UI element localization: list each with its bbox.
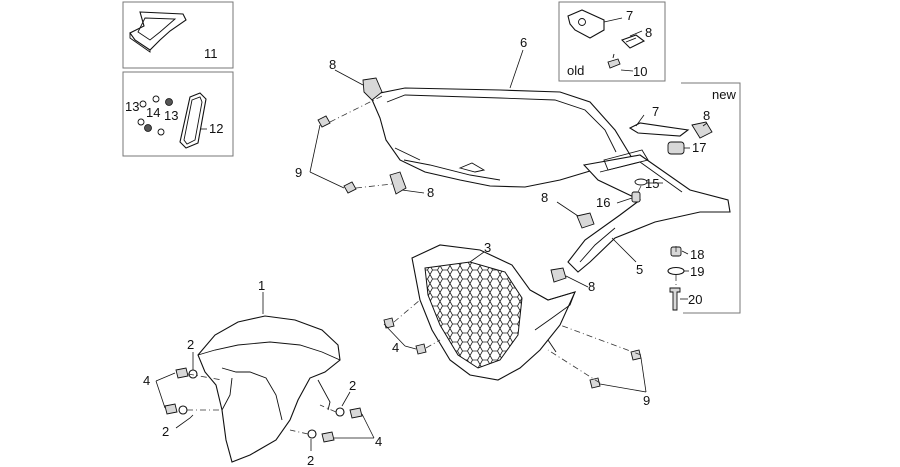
tail-bracket-part-5 (567, 149, 731, 273)
assembly-lines (187, 95, 677, 435)
callout-11: 11 (204, 46, 218, 61)
washer-2-fender-d (307, 429, 317, 439)
callout-4b: 4 (375, 434, 382, 449)
callout-10: 10 (633, 64, 647, 79)
callout-8e: 8 (541, 190, 548, 205)
screw-4-fender-c (349, 407, 363, 419)
washer-2-fender-c (335, 407, 345, 417)
callout-4a: 4 (143, 373, 150, 388)
grommet-part-17 (667, 141, 685, 155)
screw-4-fender-d (321, 431, 335, 443)
inset-box-12-14: 13 14 13 12 (122, 71, 234, 157)
inset-box-old: 7 8 old 10 (558, 1, 666, 82)
new-label: new (712, 87, 736, 102)
callout-8c: 8 (427, 185, 434, 200)
callout-2d: 2 (307, 453, 314, 467)
bracket-part-7-new (628, 122, 690, 137)
callout-5: 5 (636, 262, 643, 277)
callout-9a: 9 (295, 165, 302, 180)
screw-9-lower (343, 181, 357, 194)
clip-8-center (576, 212, 595, 229)
screw-4-grille-b (415, 343, 427, 355)
callout-6: 6 (520, 35, 527, 50)
clip-part-8-old (620, 34, 646, 49)
bracket-part-7-old (567, 9, 605, 39)
washer-part-15 (634, 178, 648, 186)
callout-12: 12 (209, 121, 223, 136)
callout-15: 15 (645, 176, 659, 191)
callout-13b: 13 (164, 108, 178, 123)
callout-2a: 2 (187, 337, 194, 352)
callout-8f: 8 (588, 279, 595, 294)
callout-7b: 7 (652, 104, 659, 119)
callout-2c: 2 (349, 378, 356, 393)
callout-9b: 9 (643, 393, 650, 408)
hardware-13-14 (137, 95, 173, 136)
inset-box-11: 11 (122, 1, 234, 69)
callout-2b: 2 (162, 424, 169, 439)
hardware-parts (164, 77, 713, 443)
screw-4-fender-b (164, 403, 178, 415)
washer-2-fender-b (178, 405, 188, 415)
callout-7a: 7 (626, 8, 633, 23)
callout-8a: 8 (645, 25, 652, 40)
bolt-part-20 (669, 287, 681, 311)
callout-labels: 1 2 4 2 2 4 2 3 4 6 8 9 8 7 8 17 15 16 8… (143, 35, 710, 467)
old-label: old (567, 63, 584, 78)
callout-8b: 8 (329, 57, 336, 72)
screw-4-grille-a (383, 317, 395, 329)
washer-part-19 (667, 266, 685, 276)
side-cover-part-6 (369, 87, 633, 188)
callout-1: 1 (258, 278, 265, 293)
callout-20: 20 (688, 292, 702, 307)
screw-4-fender-a (175, 367, 189, 379)
callout-8d: 8 (703, 108, 710, 123)
new-group-frame: new (681, 82, 741, 314)
plate-part-11 (129, 11, 187, 53)
grille-panel-part-3 (411, 244, 576, 381)
callout-3: 3 (484, 240, 491, 255)
leader-lines (155, 49, 708, 451)
callout-4c: 4 (392, 340, 399, 355)
clip-8-lower (550, 267, 567, 283)
clip-8-mid-left (389, 171, 407, 195)
front-fender-part-1 (197, 315, 341, 463)
screw-9-right-b (589, 377, 601, 389)
clip-8-upper-left (362, 77, 383, 101)
screw-9-upper (317, 115, 331, 128)
clip-8-new (691, 121, 713, 139)
screw-part-10-old (607, 53, 621, 69)
spacer-part-16 (631, 191, 641, 203)
callout-13a: 13 (125, 99, 139, 114)
callout-19: 19 (690, 264, 704, 279)
callout-18: 18 (690, 247, 704, 262)
callout-17: 17 (692, 140, 706, 155)
reflector-part-12 (179, 92, 207, 149)
callout-16: 16 (596, 195, 610, 210)
callout-14: 14 (146, 105, 160, 120)
